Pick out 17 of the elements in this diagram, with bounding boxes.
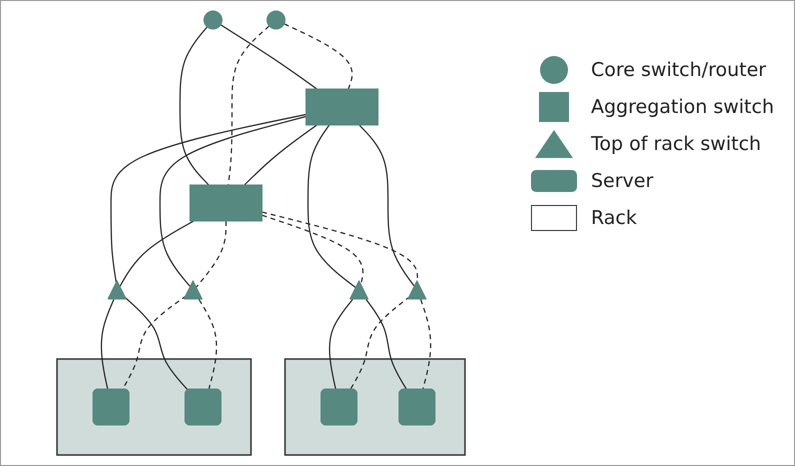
legend-text: Server: [591, 170, 654, 192]
connector: [284, 23, 353, 90]
connector: [159, 116, 306, 288]
connector: [244, 124, 318, 186]
connector: [179, 26, 210, 186]
connector: [220, 24, 318, 90]
connector: [262, 214, 364, 284]
legend-text: Rack: [591, 206, 637, 228]
connector: [110, 114, 306, 284]
legend-text: Aggregation switch: [591, 96, 774, 118]
legend-text: Core switch/router: [591, 58, 766, 80]
legend-text: Top of rack switch: [591, 132, 762, 154]
connector: [196, 221, 227, 288]
connector: [228, 26, 270, 186]
connector: [119, 220, 194, 287]
connector: [307, 124, 357, 288]
connector: [358, 124, 416, 288]
